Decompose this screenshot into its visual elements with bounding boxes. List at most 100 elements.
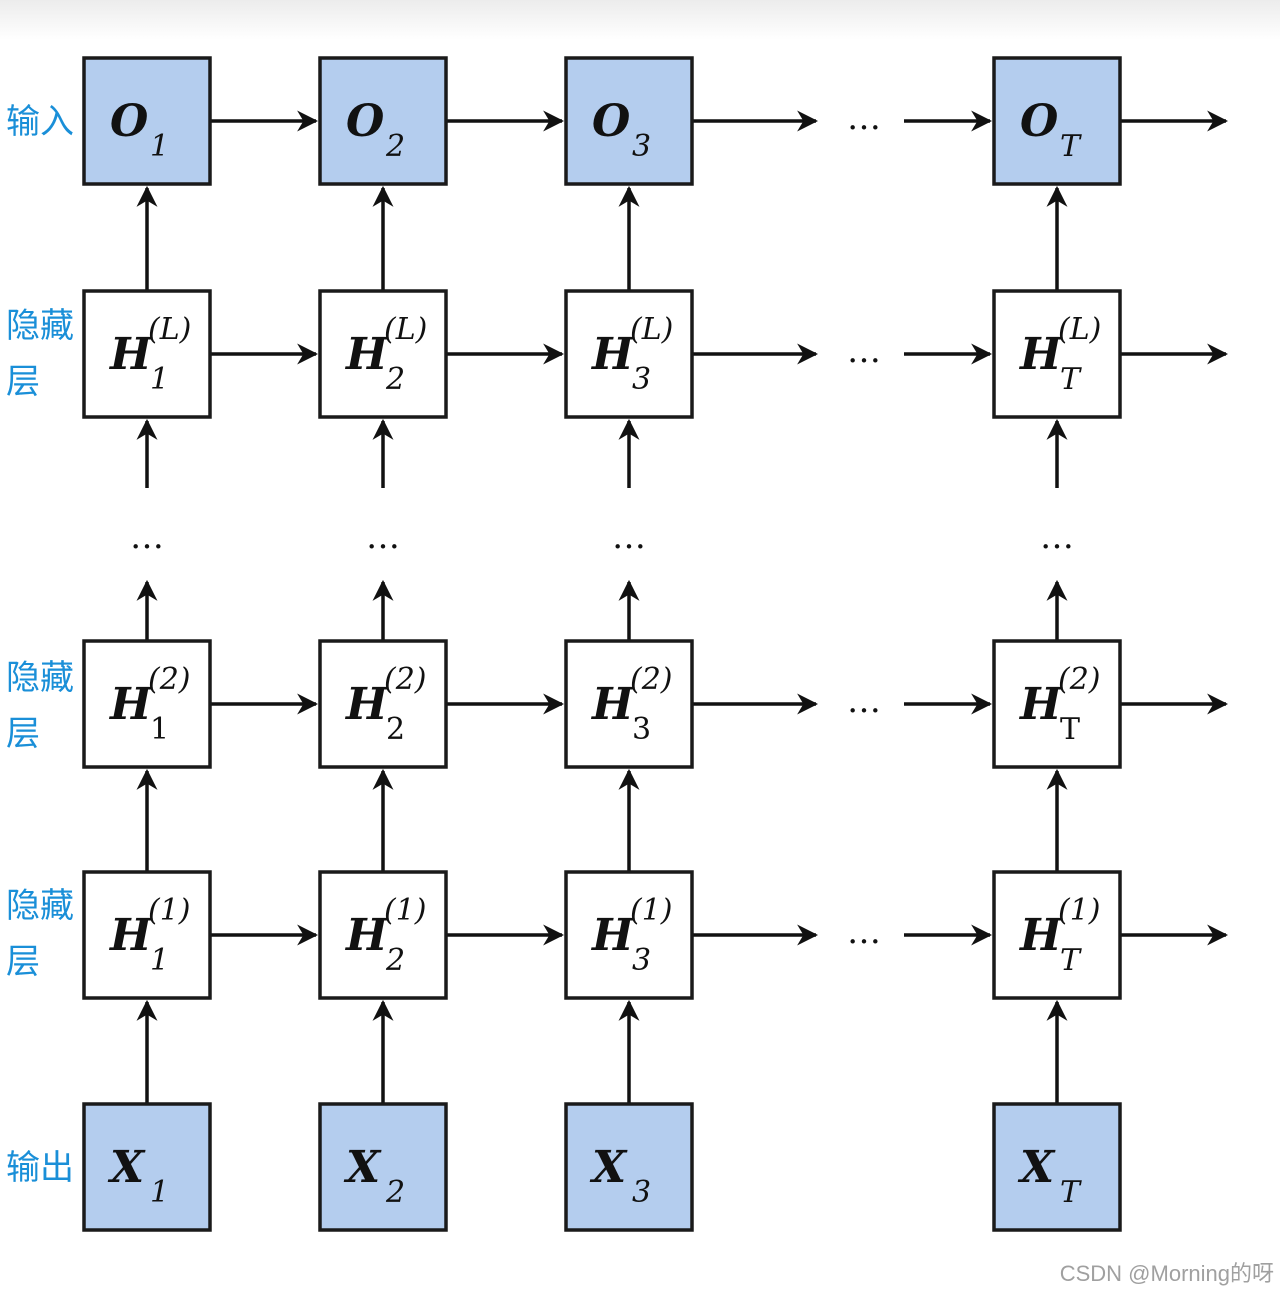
- node-box: [82, 1102, 212, 1232]
- node-hidden_top-1: H1 (L): [82, 289, 212, 419]
- node-superscript: (2): [148, 662, 191, 697]
- node-superscript: (L): [630, 312, 673, 347]
- node-subscript: 2: [385, 943, 405, 978]
- node-box: [992, 56, 1122, 186]
- edges-layer: [136, 110, 1229, 1104]
- node-subscript: T: [1060, 712, 1080, 747]
- node-symbol: O: [346, 96, 384, 147]
- node-box: [992, 289, 1122, 419]
- watermark: CSDN @Morning的呀: [1059, 1261, 1274, 1286]
- node-symbol: X: [1017, 1142, 1056, 1193]
- node-superscript: (2): [384, 662, 427, 697]
- node-subscript: T: [1060, 1175, 1082, 1210]
- node-subscript: 2: [385, 129, 405, 164]
- h-ellipsis-output: …: [847, 98, 881, 138]
- node-symbol: H: [1018, 910, 1063, 961]
- node-hidden_1-1: H1 (1): [82, 870, 212, 1000]
- node-hidden_1-2: H2(1): [318, 870, 448, 1000]
- label-output-row: 输入: [6, 102, 74, 142]
- h-ellipsis-hidden_top: …: [847, 331, 881, 371]
- node-subscript: T: [1060, 362, 1082, 397]
- node-symbol: H: [1018, 679, 1063, 730]
- node-box: [318, 870, 448, 1000]
- node-subscript: 1: [150, 129, 169, 164]
- node-box: [564, 639, 694, 769]
- node-superscript: (2): [630, 662, 673, 697]
- node-subscript: 3: [632, 129, 651, 164]
- node-subscript: 2: [385, 1175, 405, 1210]
- node-hidden_1-3: H3 (1): [564, 870, 694, 1000]
- node-hidden_2-T: HT (2): [992, 639, 1122, 769]
- node-subscript: 1: [150, 712, 169, 747]
- node-box: [318, 1102, 448, 1232]
- node-subscript: T: [1060, 129, 1082, 164]
- node-box: [318, 639, 448, 769]
- node-subscript: 2: [386, 712, 405, 747]
- node-superscript: (L): [1058, 312, 1101, 347]
- node-symbol: H: [108, 910, 153, 961]
- node-symbol: X: [343, 1142, 382, 1193]
- node-subscript: 3: [632, 362, 651, 397]
- node-symbol: O: [110, 96, 148, 147]
- node-subscript: 1: [150, 1175, 169, 1210]
- node-symbol: O: [1020, 96, 1058, 147]
- node-box: [564, 870, 694, 1000]
- label-input-row: 输出: [6, 1148, 74, 1188]
- node-symbol: H: [344, 679, 389, 730]
- node-symbol: O: [592, 96, 630, 147]
- ellipsis-layer: … … … … … … … …: [130, 98, 1074, 952]
- node-superscript: (1): [1058, 893, 1101, 928]
- node-superscript: (1): [148, 893, 191, 928]
- node-hidden_2-3: H3(2): [564, 639, 694, 769]
- node-box: [82, 289, 212, 419]
- node-box: [992, 639, 1122, 769]
- v-ellipsis-T: …: [1040, 517, 1074, 557]
- node-hidden_top-T: HT(L): [992, 289, 1122, 419]
- node-symbol: H: [108, 329, 153, 380]
- node-subscript: T: [1060, 943, 1082, 978]
- node-symbol: H: [344, 910, 389, 961]
- node-box: [318, 289, 448, 419]
- node-box: [564, 289, 694, 419]
- node-superscript: (L): [148, 312, 191, 347]
- node-subscript: 1: [150, 362, 169, 397]
- node-subscript: 1: [150, 943, 169, 978]
- node-hidden_top-2: H2 (L): [318, 289, 448, 419]
- node-superscript: (2): [1058, 662, 1101, 697]
- node-symbol: H: [590, 679, 635, 730]
- node-symbol: H: [344, 329, 389, 380]
- v-ellipsis-2: …: [366, 517, 400, 557]
- top-shading: [0, 0, 1280, 40]
- h-ellipsis-hidden_2: …: [847, 681, 881, 721]
- node-symbol: H: [590, 329, 635, 380]
- node-box: [564, 56, 694, 186]
- node-hidden_2-1: H1(2): [82, 639, 212, 769]
- label-hidden-top: 隐藏 层: [6, 306, 74, 402]
- node-symbol: H: [590, 910, 635, 961]
- node-hidden_1-T: HT (1): [992, 870, 1122, 1000]
- node-box: [992, 1102, 1122, 1232]
- node-symbol: X: [589, 1142, 628, 1193]
- node-subscript: 3: [632, 1175, 651, 1210]
- node-superscript: (1): [630, 893, 673, 928]
- node-subscript: 3: [632, 943, 651, 978]
- node-symbol: X: [107, 1142, 146, 1193]
- label-hidden-2: 隐藏 层: [6, 658, 74, 754]
- h-ellipsis-hidden_1: …: [847, 912, 881, 952]
- node-subscript: 2: [385, 362, 405, 397]
- v-ellipsis-3: …: [612, 517, 646, 557]
- v-ellipsis-1: …: [130, 517, 164, 557]
- node-superscript: (L): [384, 312, 427, 347]
- node-hidden_2-2: H2 (2): [318, 639, 448, 769]
- node-box: [992, 870, 1122, 1000]
